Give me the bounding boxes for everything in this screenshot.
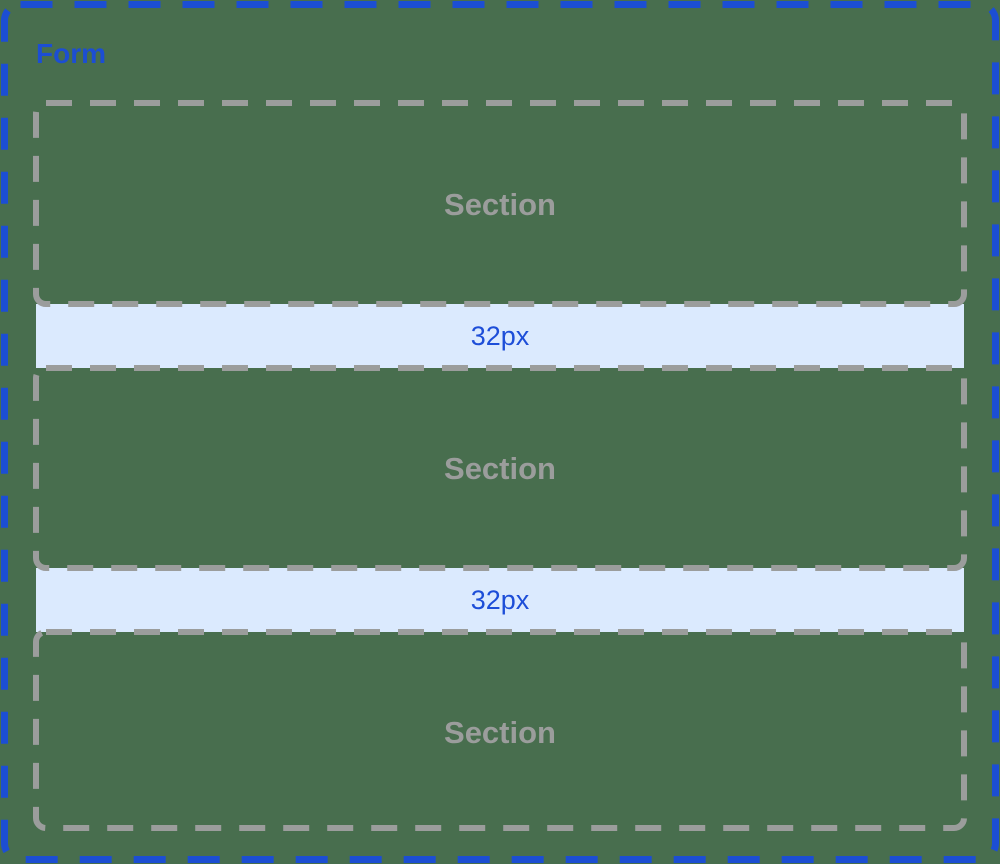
gap-band-2 bbox=[36, 568, 964, 632]
section-boundary-2 bbox=[33, 365, 967, 571]
section-label-2: Section bbox=[444, 451, 556, 486]
section-label-3: Section bbox=[444, 715, 556, 750]
gap-size-label-2: 32px bbox=[470, 585, 530, 615]
form-title: Form bbox=[36, 38, 106, 69]
gap-size-label-1: 32px bbox=[470, 321, 530, 351]
gap-band-1 bbox=[36, 304, 964, 368]
section-boundary-3 bbox=[33, 629, 967, 831]
section-boundary-1 bbox=[33, 100, 967, 307]
section-label-1: Section bbox=[444, 187, 556, 222]
